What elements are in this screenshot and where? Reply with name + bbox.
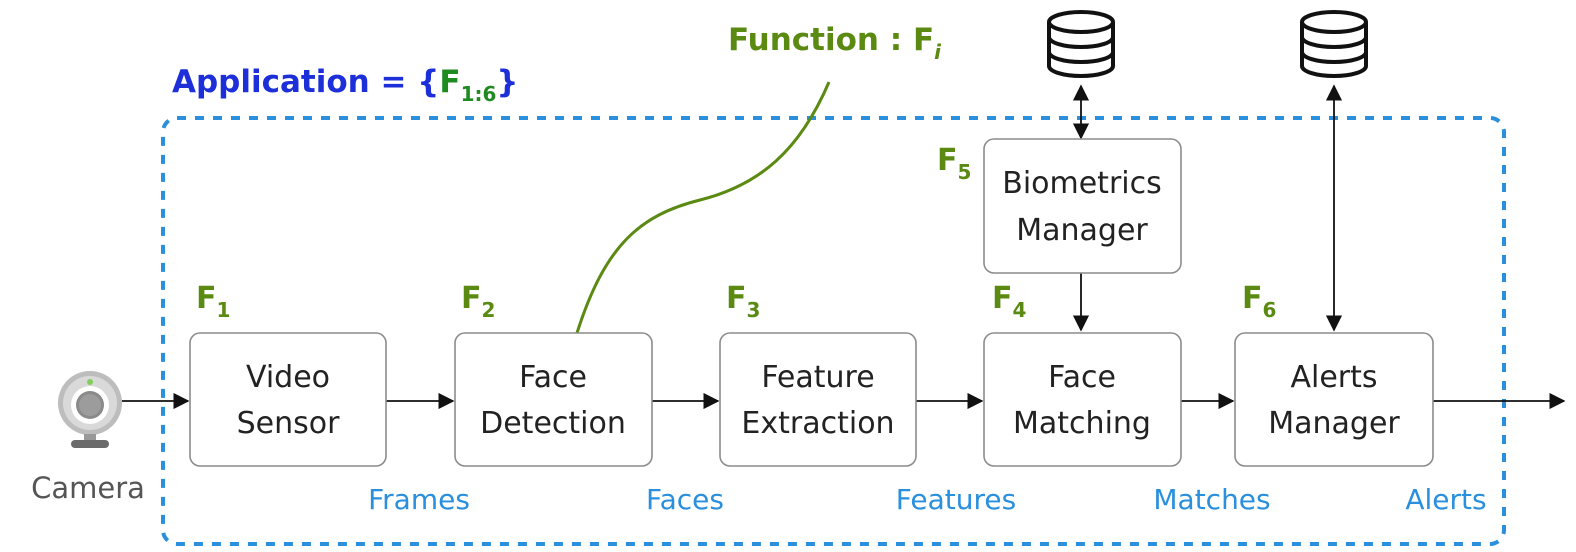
- edge-label-alerts: Alerts: [1405, 483, 1486, 516]
- function-box-alerts-manager: Alerts Manager: [1234, 332, 1434, 467]
- webcam-icon: [58, 371, 122, 448]
- function-id-f3: F3: [726, 281, 760, 322]
- function-box-biometrics-manager: Biometrics Manager: [983, 138, 1182, 274]
- svg-text:Video: Video: [246, 360, 330, 395]
- biometrics-database-icon: [1047, 10, 1115, 78]
- svg-text:Matching: Matching: [1013, 406, 1151, 441]
- function-box-video-sensor: Video Sensor: [189, 332, 387, 467]
- function-id-f4: F4: [992, 281, 1026, 322]
- function-id-f2: F2: [461, 281, 495, 322]
- svg-text:Biometrics: Biometrics: [1002, 166, 1162, 201]
- svg-text:Manager: Manager: [1268, 406, 1400, 441]
- svg-text:Manager: Manager: [1016, 213, 1148, 248]
- svg-text:Extraction: Extraction: [741, 406, 894, 441]
- application-title: Application = {F1:6}: [172, 64, 518, 106]
- svg-text:Sensor: Sensor: [237, 406, 340, 441]
- function-id-f5: F5: [937, 143, 971, 184]
- edge-label-features: Features: [896, 483, 1016, 516]
- application-boundary: [161, 116, 1506, 546]
- svg-text:Face: Face: [1048, 360, 1116, 395]
- svg-text:Feature: Feature: [761, 360, 874, 395]
- edge-label-faces: Faces: [646, 483, 724, 516]
- function-id-f1: F1: [196, 281, 230, 322]
- camera-label: Camera: [31, 471, 145, 505]
- function-box-face-matching: Face Matching: [983, 332, 1182, 467]
- edge-label-frames: Frames: [368, 483, 470, 516]
- svg-text:Detection: Detection: [480, 406, 626, 441]
- svg-text:Alerts: Alerts: [1290, 360, 1377, 395]
- function-callout-line: [575, 81, 831, 334]
- svg-text:Face: Face: [519, 360, 587, 395]
- function-id-f6: F6: [1242, 281, 1276, 322]
- function-box-feature-extraction: Feature Extraction: [719, 332, 917, 467]
- alerts-database-icon: [1300, 10, 1368, 78]
- function-callout-label: Function : Fi: [728, 22, 942, 64]
- function-box-face-detection: Face Detection: [454, 332, 653, 467]
- edge-label-matches: Matches: [1153, 483, 1270, 516]
